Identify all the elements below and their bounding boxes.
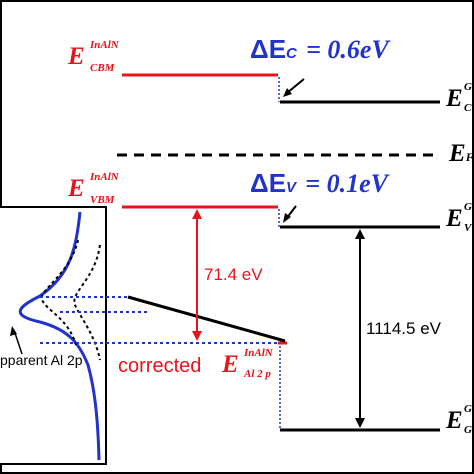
gan-vbm-label-sup: G [464,201,472,213]
corrected-e-sub: Al 2 p [244,368,271,380]
inaln-vbm-label-sup: InAlN [90,171,119,183]
inaln-gap-arrow-head-top [192,209,202,219]
inaln-cbm-label-main: E [68,43,85,70]
gan-cbm-label: E G C [446,82,472,114]
delta-ec-arrow-head [283,88,292,97]
gan-cbm-label-sup: G [464,81,472,93]
delta-ec-subscript: C [286,45,297,62]
corrected-label: corrected [118,356,201,376]
inaln-vbm-label-main: E [68,175,85,202]
apparent-slope-line [127,295,286,343]
inset-label-pointer-head [10,326,17,336]
inaln-gap-arrow-head-bottom [192,331,202,341]
inaln-cbm-label-sup: InAlN [90,39,119,51]
delta-ec-label: ΔEC = 0.6eV [250,36,389,63]
gan-cbm-label-main: E [446,85,463,112]
delta-ev-subscript: V [286,179,297,196]
delta-ec-arrow [286,78,305,94]
delta-ev-value: = 0.1eV [305,169,388,198]
gan-core-label-main: E [446,407,463,434]
gan-core-label-sub: G [464,424,472,436]
delta-ev-arrow-head [283,213,291,223]
delta-ev-label: ΔEV = 0.1eV [250,170,388,197]
inset-dotted-curve-1 [40,239,79,346]
inset-dotted-curve-2 [73,244,101,361]
inaln-gap-value: 71.4 eV [204,265,263,284]
gan-cbm-label-sub: C [464,102,472,114]
gan-vbm-label-main: E [446,205,463,232]
corrected-e-main: E [222,351,239,378]
gan-gap-arrow-head-top [355,229,365,239]
fermi-label-sub: F [465,150,474,164]
inaln-cbm-label: E InAlN CBM [68,40,119,74]
corrected-e-label: E InAlN Al 2 p [222,348,273,380]
gan-gap-arrow-head-bottom [355,418,365,428]
inset-box [0,206,107,465]
gan-gap-value: 1114.5 eV [366,319,441,338]
fermi-label-main: E [449,140,466,167]
delta-ec-value: = 0.6eV [306,35,389,64]
corrected-word: corrected [118,355,202,377]
inset-blue-curve [18,211,101,461]
gan-core-label-sup: G [464,403,472,415]
gan-core-label: E G G [446,404,472,436]
inaln-cbm-label-sub: CBM [90,62,115,74]
inaln-vbm-label-sub: VBM [90,194,115,206]
gan-vbm-label-sub: V [464,222,472,234]
gan-vbm-label: E G V [446,202,472,234]
corrected-e-sup: InAlN [244,347,273,359]
inaln-vbm-label: E InAlN VBM [68,172,119,206]
delta-ev-symbol: ΔE [250,168,287,198]
delta-ec-symbol: ΔE [250,34,287,64]
inset-label: pparent Al 2p [0,352,83,368]
fermi-label: EF [449,141,474,166]
